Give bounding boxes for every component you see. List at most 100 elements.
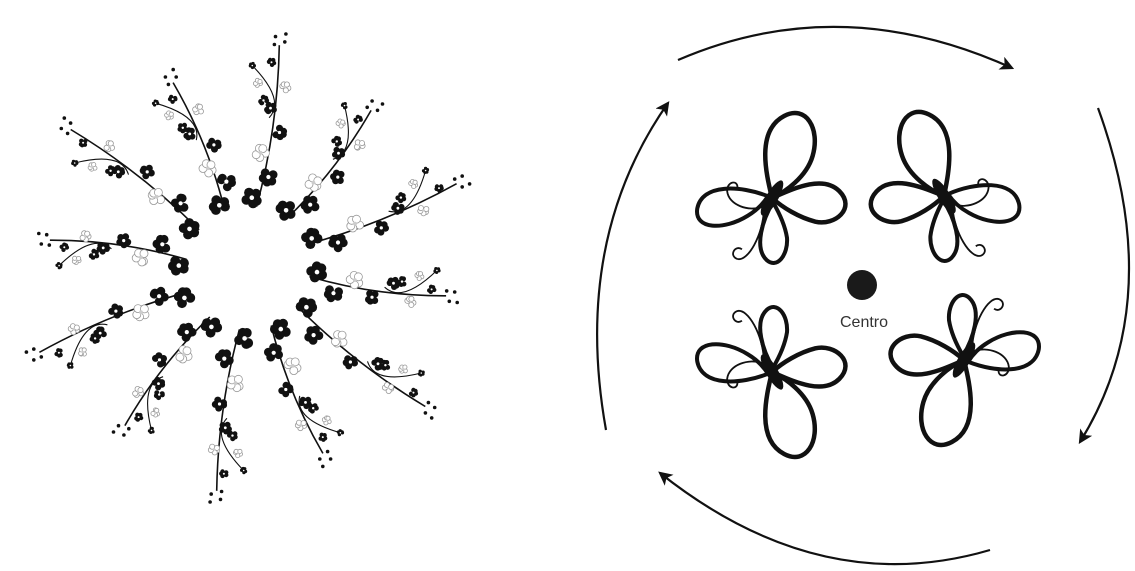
blossom-icon	[133, 386, 144, 397]
flower-branch	[208, 328, 253, 504]
blossom-icon	[270, 319, 291, 340]
blossom-icon	[273, 125, 288, 140]
bud-icon	[220, 490, 224, 494]
bud-icon	[448, 300, 452, 304]
blossom-icon	[90, 333, 100, 344]
bud-icon	[167, 83, 171, 87]
blossom-icon	[242, 188, 262, 209]
bud-icon	[37, 232, 41, 236]
blossom-icon	[296, 297, 317, 318]
blossom-icon	[54, 348, 62, 358]
blossom-icon	[306, 261, 327, 282]
bud-icon	[376, 109, 380, 113]
bud-icon	[127, 427, 131, 431]
bud-icon	[174, 75, 178, 79]
bud-icon	[69, 121, 73, 125]
blossom-icon	[88, 163, 97, 172]
blossom-icon	[104, 141, 115, 152]
bud-icon	[32, 347, 36, 351]
bud-icon	[433, 406, 437, 410]
blossom-icon	[332, 147, 345, 160]
bud-icon	[318, 457, 322, 461]
bud-icon	[283, 40, 287, 44]
bud-icon	[273, 43, 277, 47]
blossom-icon	[178, 123, 188, 134]
blossom-icon	[108, 304, 123, 319]
blossom-icon	[234, 449, 243, 457]
bud-icon	[460, 174, 464, 178]
blossom-icon	[67, 362, 74, 369]
blossom-icon	[227, 431, 238, 441]
bud-icon	[164, 75, 168, 79]
bud-icon	[430, 416, 434, 420]
bud-icon	[40, 355, 44, 359]
butterfly-icon	[683, 105, 869, 286]
blossom-icon	[165, 111, 174, 120]
blossom-icon	[295, 420, 307, 431]
bud-icon	[329, 457, 333, 461]
blossom-icon	[140, 165, 155, 180]
blossom-icon	[171, 194, 189, 213]
bud-icon	[48, 243, 52, 247]
flower-branch	[276, 99, 385, 221]
blossom-icon	[343, 355, 358, 369]
blossom-icon	[284, 358, 301, 375]
bud-icon	[370, 99, 374, 103]
blossom-icon	[399, 365, 408, 373]
blossom-icon	[301, 196, 320, 214]
flower-branch	[306, 261, 459, 307]
blossom-icon	[80, 231, 91, 242]
blossom-icon	[209, 195, 230, 215]
bud-icon	[453, 290, 457, 294]
blossom-icon	[148, 188, 164, 204]
blossom-icon	[332, 331, 348, 348]
butterfly-icon	[847, 104, 1033, 284]
blossom-icon	[328, 234, 347, 252]
blossom-icon	[267, 58, 276, 67]
bud-icon	[63, 116, 67, 120]
bud-icon	[468, 182, 472, 186]
blossom-icon	[176, 346, 192, 363]
blossom-icon	[324, 285, 343, 302]
blossom-icon	[133, 305, 149, 321]
blossom-icon	[60, 243, 70, 253]
flower-branch	[60, 116, 200, 239]
radial-branches-figure	[25, 32, 472, 504]
center-dot-icon	[847, 270, 877, 300]
bud-icon	[25, 350, 29, 354]
blossom-icon	[179, 218, 200, 239]
bud-icon	[60, 127, 64, 131]
blossom-icon	[154, 390, 165, 400]
flower-branch	[242, 32, 291, 208]
flower-branch	[152, 68, 236, 215]
blossom-icon	[168, 95, 178, 104]
butterfly-rotation-figure: Centro	[597, 27, 1129, 564]
blossom-icon	[201, 318, 222, 338]
blossom-icon	[177, 323, 196, 342]
blossom-icon	[79, 348, 87, 356]
blossom-icon	[234, 328, 253, 349]
blossom-icon	[71, 160, 78, 167]
flower-branch	[37, 231, 189, 276]
flower-branch	[296, 297, 437, 420]
blossom-icon	[337, 429, 344, 436]
bud-icon	[424, 411, 428, 415]
center-label: Centro	[840, 314, 888, 331]
bud-icon	[122, 433, 126, 437]
flower-branch	[301, 167, 471, 252]
blossom-icon	[305, 174, 322, 191]
rotation-arrow-left	[597, 103, 668, 430]
blossom-icon	[174, 287, 195, 308]
bud-icon	[66, 132, 70, 136]
blossom-icon	[168, 256, 189, 276]
blossom-icon	[374, 221, 389, 236]
bud-icon	[171, 68, 175, 72]
blossom-icon	[151, 408, 160, 417]
bud-icon	[445, 289, 449, 293]
blossom-icon	[409, 180, 418, 189]
blossom-icon	[427, 285, 436, 294]
bud-icon	[45, 233, 49, 237]
blossom-icon	[330, 170, 344, 185]
blossom-icon	[418, 206, 429, 216]
